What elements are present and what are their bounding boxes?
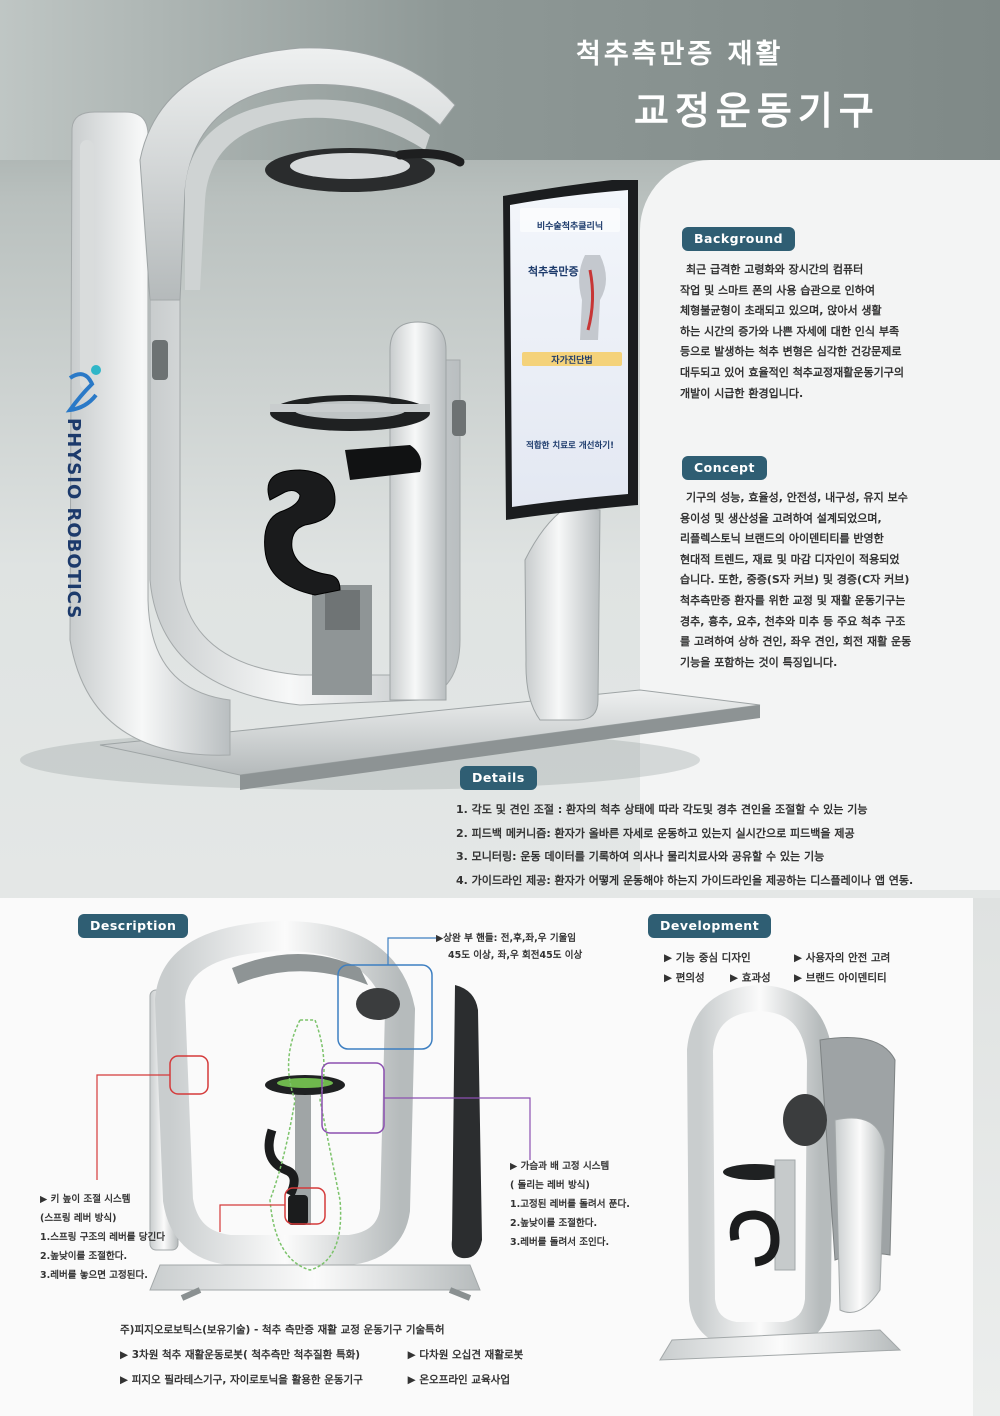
chest-callout-line: 1.고정된 레버를 돌려서 푼다. — [510, 1199, 630, 1210]
left-column — [69, 111, 231, 756]
spine-curve — [586, 269, 595, 331]
concept-line: 척추측만증 환자를 위한 교정 및 재활 운동기구는 — [680, 593, 906, 607]
footer-row1: ▶ 3차원 척추 재활운동로봇( 척추측만 척추질환 특화) ▶ 다차원 오십견… — [120, 1343, 523, 1368]
info-panel — [640, 160, 1000, 890]
details-item: 4. 가이드라인 제공: 환자가 어떻게 운동해야 하는지 가이드라인을 제공하… — [456, 873, 914, 887]
display-stand — [524, 504, 601, 721]
concept-line: 를 고려하여 상하 견인, 좌우 견인, 회전 재활 운동 — [680, 635, 912, 649]
screen-bottom: 적합한 치료로 개선하기! — [526, 440, 614, 451]
handle-callout-line2: 45도 이상, 좌,우 회전45도 이상 — [448, 950, 583, 961]
neck-handle — [395, 149, 465, 167]
height-callout-line: 1.스프링 구조의 레버를 당긴다 — [40, 1232, 166, 1243]
concept-line: 기구의 성능, 효율성, 안전성, 내구성, 유지 보수 — [686, 491, 908, 504]
concept-line: 현대적 트렌드, 재료 및 마감 디자인이 적용되었 — [680, 552, 900, 566]
details-label: Details — [460, 766, 537, 790]
details-item: 2. 피드백 메커니즘: 환자가 올바른 자세로 운동하고 있는지 실시간으로 … — [456, 826, 855, 840]
development-label: Development — [648, 914, 772, 938]
screen-middle-bg — [522, 352, 622, 366]
background-line: 개발이 시급한 환경입니다. — [680, 386, 804, 400]
back-pad — [345, 445, 422, 480]
details-item: 1. 각도 및 견인 조절 : 환자의 척추 상태에 따라 각도및 경추 견인을… — [456, 803, 868, 816]
concept-line: 경추, 흉추, 요추, 천추와 미추 등 주요 척추 구조 — [680, 614, 906, 628]
logo-text: PHYSIO ROBOTICS — [63, 418, 84, 619]
background-line: 작업 및 스마트 폰의 사용 습관으로 인하여 — [680, 283, 876, 297]
base-plate-edge — [240, 705, 760, 790]
concept-line: 리플렉스토닉 브랜드의 아이덴티티를 반영한 — [680, 532, 884, 546]
background-text: 최근 급격한 고령화와 장시간의 컴퓨터 작업 및 스마트 폰의 사용 습관으로… — [680, 260, 904, 404]
chest-callout-title: ▶ 가슴과 배 고정 시스템 — [510, 1161, 610, 1172]
callout-height-line — [96, 1074, 170, 1180]
background-line: 대두되고 있어 효율적인 척추교정재활운동기구의 — [680, 365, 905, 379]
background-line: 최근 급격한 고령화와 장시간의 컴퓨터 — [686, 263, 864, 276]
background-label: Background — [682, 227, 796, 251]
concept-line: 습니다. 또한, 중증(S자 커브) 및 경증(C자 커브) — [680, 573, 910, 587]
concept-label: Concept — [682, 456, 767, 480]
height-callout-line: 2.높낮이를 조절한다. — [40, 1251, 128, 1262]
column-light-strip — [80, 140, 94, 390]
handle-callout-line1: ▶상완 부 핸들: 전,후,좌,우 기울임 — [436, 933, 577, 944]
footer-item: ▶ 피지오 필라테스기구, 자이로토닉을 활용한 운동기구 — [120, 1374, 363, 1386]
concept-line: 기능을 포함하는 것이 특징입니다. — [680, 655, 838, 669]
development-item: ▶ 브랜드 아이덴티티 — [794, 972, 887, 984]
screen-header-bg — [520, 208, 620, 232]
details-list: 1. 각도 및 견인 조절 : 환자의 척추 상태에 따라 각도및 경추 견인을… — [456, 798, 913, 892]
height-callout-line: 3.레버를 놓으면 고정된다. — [40, 1270, 148, 1281]
title-line1: 척추측만증 재활 — [576, 39, 784, 70]
screen-middle: 자가진단법 — [551, 354, 592, 366]
footer-item: ▶ 온오프라인 교육사업 — [407, 1374, 510, 1386]
height-callout-line: (스프링 레버 방식) — [40, 1213, 117, 1224]
chest-callout-line: 2.높낮이를 조절한다. — [510, 1218, 598, 1229]
concept-line: 용이성 및 생산성을 고려하여 설계되었으며, — [680, 511, 882, 525]
development-item: ▶ 효과성 — [730, 972, 771, 984]
development-item: ▶ 기능 중심 디자인 — [664, 952, 751, 964]
background-line: 체형불균형이 초래되고 있으며, 앉아서 생활 — [680, 304, 882, 318]
footer: 주)피지오로보틱스(보유기술) - 척추 측만증 재활 교정 운동기구 기술특허… — [120, 1318, 523, 1393]
height-callout-title: ▶ 키 높이 조절 시스템 — [40, 1194, 131, 1205]
description-device — [149, 920, 482, 1301]
callout-handle-box — [337, 964, 433, 1050]
details-item: 3. 모니터링: 운동 데이터를 기록하여 의사나 물리치료사와 공유할 수 있… — [456, 850, 825, 863]
screen-header: 비수술척추클리닉 — [537, 220, 603, 232]
callout-chest-line — [384, 1097, 531, 1160]
background-line: 등으로 발생하는 척추 변형은 심각한 건강문제로 — [680, 345, 902, 359]
physio-robotics-logo — [65, 365, 101, 413]
callout-lever-line — [219, 1204, 285, 1232]
footer-row2: ▶ 피지오 필라테스기구, 자이로토닉을 활용한 운동기구 ▶ 온오프라인 교육… — [120, 1368, 523, 1393]
callout-handle-line — [387, 937, 438, 965]
footer-item: ▶ 다차원 오십견 재활로봇 — [407, 1349, 524, 1361]
development-item: ▶ 편의성 — [664, 972, 705, 984]
development-item: ▶ 사용자의 안전 고려 — [794, 952, 891, 964]
title-line2: 교정운동기구 — [634, 89, 880, 133]
main-device-illustration: PHYSIO ROBOTICS 비수술척추클리닉 척추측만증 자가진단법 적합한… — [20, 47, 761, 790]
upper-arch — [139, 47, 456, 301]
development-device — [659, 984, 902, 1361]
description-label: Description — [78, 914, 189, 938]
footer-title: 주)피지오로보틱스(보유기술) - 척추 측만증 재활 교정 운동기구 기술특허 — [120, 1324, 445, 1336]
footer-item: ▶ 3차원 척추 재활운동로봇( 척추측만 척추질환 특화) — [120, 1349, 361, 1361]
callout-chest-box — [321, 1062, 385, 1134]
screen-heading: 척추측만증 — [528, 264, 579, 278]
background-line: 하는 시간의 증가와 나쁜 자세에 대한 인식 부족 — [680, 324, 900, 338]
callout-lever-box — [284, 1187, 326, 1225]
chest-knob — [452, 400, 466, 436]
chest-callout-line: 3.레버를 돌려서 조인다. — [510, 1237, 610, 1248]
chest-callout-line: ( 돌리는 레버 방식) — [510, 1180, 590, 1191]
height-knob — [152, 340, 168, 380]
seat-post-clamp — [325, 590, 360, 630]
bottom-edge — [973, 898, 1000, 1416]
neck-ring-inner — [290, 153, 410, 179]
chest-ring-bar — [270, 404, 430, 412]
leg-pad — [264, 469, 341, 596]
concept-text: 기구의 성능, 효율성, 안전성, 내구성, 유지 보수 용이성 및 생산성을 … — [680, 488, 911, 673]
